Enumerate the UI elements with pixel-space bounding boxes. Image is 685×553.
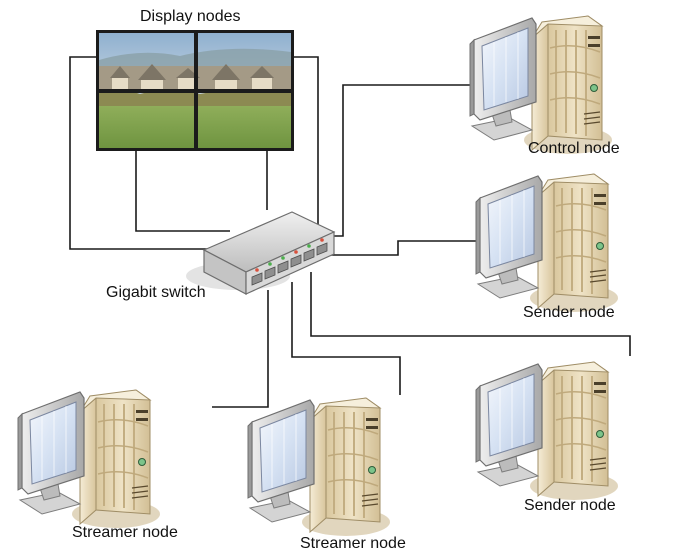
network-switch-icon [186, 211, 336, 295]
cable-streamer-node-2 [291, 282, 401, 395]
sender-node-2-label: Sender node [524, 497, 616, 514]
display-wall-icon [96, 30, 294, 151]
streamer-node-2-workstation [247, 397, 391, 537]
sender-node-1-workstation [475, 173, 619, 313]
workstation-icon [475, 361, 619, 501]
display-nodes-label: Display nodes [140, 8, 241, 25]
sender-node-1-label: Sender node [523, 304, 615, 321]
streamer-node-2-label: Streamer node [300, 535, 406, 552]
cable-sender-node-1 [330, 240, 484, 256]
streamer-node-1-workstation [17, 389, 161, 529]
workstation-icon [475, 173, 619, 313]
cable-control-node [326, 84, 478, 237]
sender-node-2-workstation [475, 361, 619, 501]
cable-sender-node-2 [310, 272, 631, 356]
cable-display-left [69, 56, 212, 250]
streamer-node-1-label: Streamer node [72, 524, 178, 541]
control-node-label: Control node [528, 140, 620, 157]
cable-display-inner-left [135, 150, 230, 232]
gigabit-switch-label: Gigabit switch [106, 284, 206, 301]
cable-display-right [293, 56, 319, 232]
workstation-icon [469, 15, 613, 155]
cable-streamer-node-1 [212, 290, 269, 408]
workstation-icon [247, 397, 391, 537]
workstation-icon [17, 389, 161, 529]
control-node-workstation [469, 15, 613, 155]
